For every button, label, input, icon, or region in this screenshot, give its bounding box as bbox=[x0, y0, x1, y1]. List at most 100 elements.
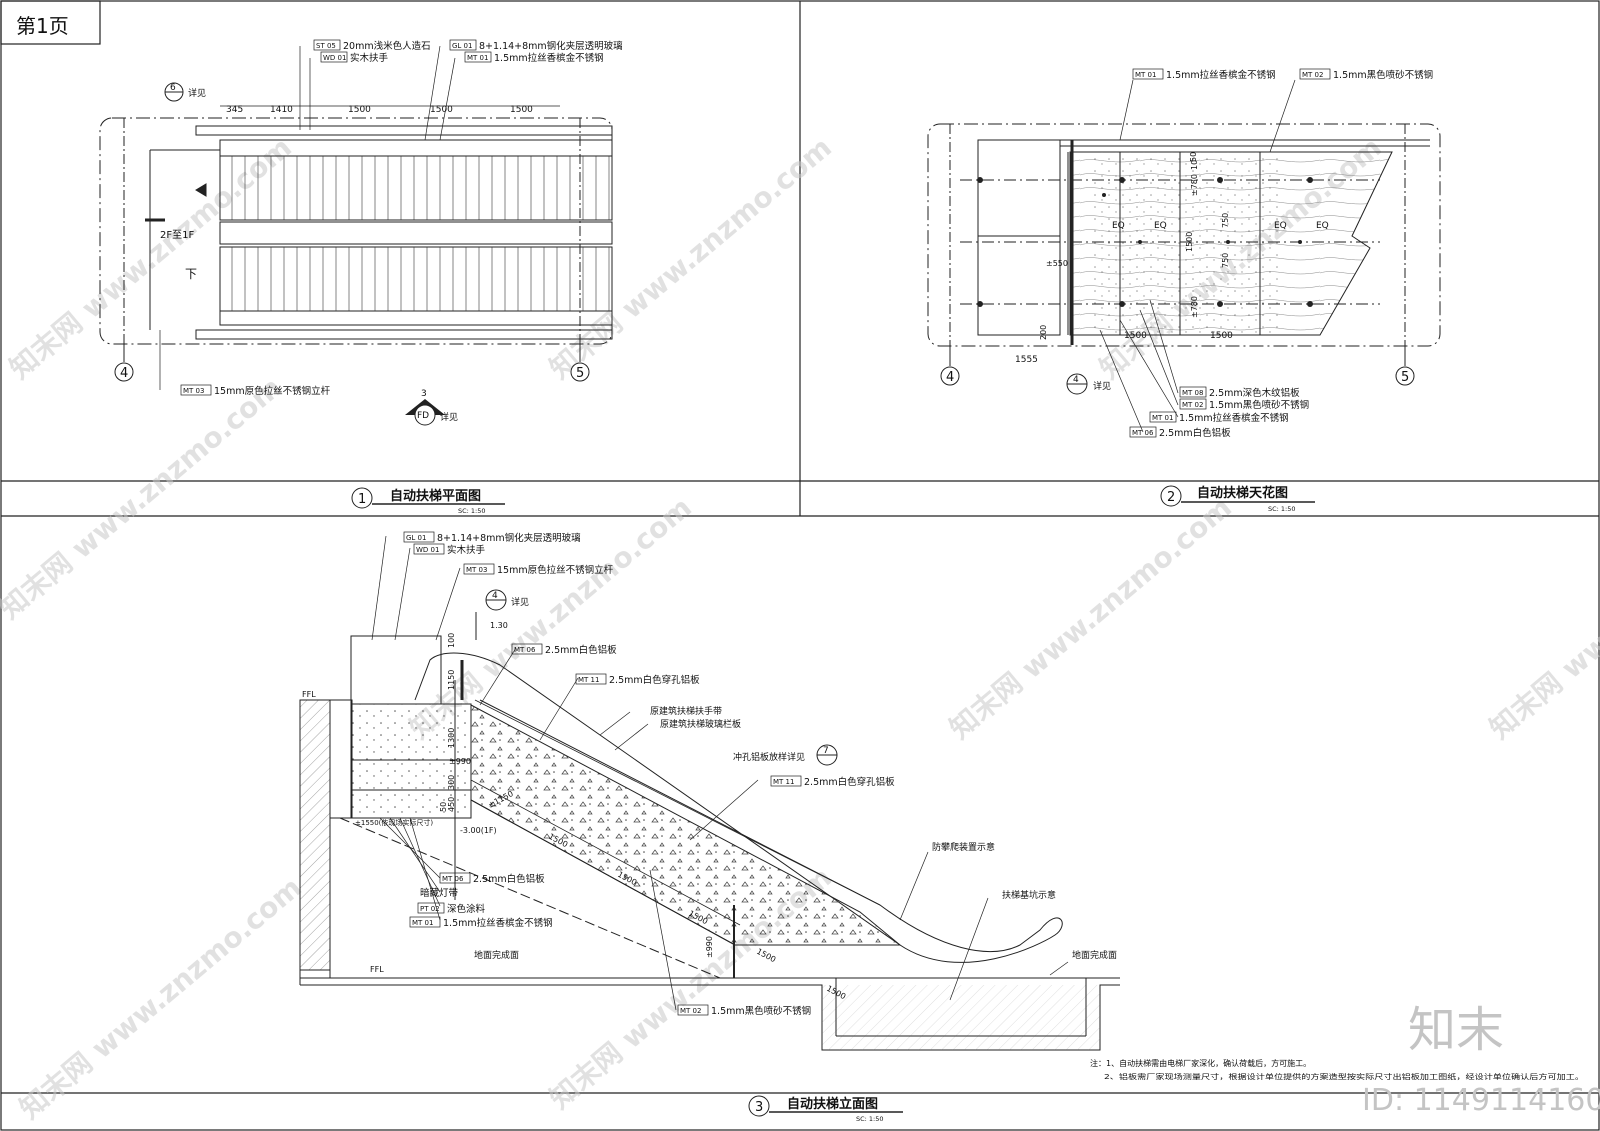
plan-grid-bubble-left: 4 bbox=[114, 344, 134, 382]
plan-detail-ref: 6 详见 bbox=[164, 82, 206, 102]
elev-callout-text: 深色涂料 bbox=[447, 903, 486, 915]
elev-callout-text: 8+1.14+8mm钢化夹层透明玻璃 bbox=[437, 532, 581, 544]
elev-label-floor-left: 地面完成面 bbox=[474, 949, 519, 961]
sheet2-scale: SC: 1:50 bbox=[1268, 505, 1296, 513]
ceiling-grid-bubble-right: 5 bbox=[1395, 346, 1415, 386]
plan-callout-tag: MT 03 bbox=[183, 387, 204, 395]
elev-callout-text: 2.5mm白色铝板 bbox=[545, 644, 617, 656]
brand-logo: 知末 bbox=[1408, 1002, 1504, 1058]
sheet1-title-block: 1 自动扶梯平面图 SC: 1:50 bbox=[351, 487, 505, 515]
elev-callout-tag: MT 11 bbox=[578, 676, 599, 684]
svg-text:4: 4 bbox=[120, 366, 128, 381]
elev-callout-tag: MT 11 bbox=[773, 778, 794, 786]
ceiling-callout-tag: MT 02 bbox=[1182, 401, 1203, 409]
elev-dim: 1.30 bbox=[490, 621, 508, 630]
elev-detail-ref-perforated: 冲孔铝板放样详见 7 bbox=[733, 744, 838, 766]
svg-text:4: 4 bbox=[946, 370, 954, 385]
ceiling-callout-text: 1.5mm黑色喷砂不锈钢 bbox=[1209, 399, 1309, 411]
plan-dim-345: 345 bbox=[226, 105, 243, 115]
sheet2-number: 2 bbox=[1167, 490, 1175, 505]
sheet1-title: 自动扶梯平面图 bbox=[390, 488, 481, 504]
elev-note-1: 注：1、自动扶梯需由电梯厂家深化，确认荷载后，方可施工。 bbox=[1090, 1058, 1311, 1068]
elev-label-pit: 扶梯基坑示意 bbox=[1002, 889, 1056, 901]
sheet3-number: 3 bbox=[755, 1100, 763, 1115]
elev-callout-tag: MT 06 bbox=[514, 646, 536, 654]
sheet3-title: 自动扶梯立面图 bbox=[787, 1096, 878, 1112]
plan-callout-text: 8+1.14+8mm钢化夹层透明玻璃 bbox=[479, 40, 623, 52]
ceiling-dim: 200 bbox=[1039, 325, 1048, 340]
elev-label-handrail: 原建筑扶梯扶手带 bbox=[650, 705, 722, 717]
plan-callout-text: 20mm浅米色人造石 bbox=[343, 40, 431, 52]
ceiling-dim: 10 bbox=[1190, 160, 1199, 170]
plan-arrow-label: 2F至1F bbox=[160, 229, 194, 241]
ceiling-dim: 1500 bbox=[1124, 331, 1147, 341]
elev-callout-text: 2.5mm白色穿孔铝板 bbox=[609, 674, 700, 686]
svg-text:3: 3 bbox=[421, 389, 427, 399]
elev-callout-text: 2.5mm白色铝板 bbox=[473, 873, 545, 885]
watermark: 知末网 www.znzmo.com bbox=[13, 871, 308, 1126]
ceiling-dim: 1500 bbox=[1210, 331, 1233, 341]
watermark: 知末网 www.znzmo.com bbox=[943, 491, 1238, 746]
plan-dim-1500a: 1500 bbox=[348, 105, 371, 115]
elev-callout-text: 1.5mm黑色喷砂不锈钢 bbox=[711, 1005, 811, 1017]
ceiling-dim: 750 bbox=[1221, 213, 1230, 228]
plan-callout-text: 实木扶手 bbox=[350, 52, 389, 64]
plan-callout-text: 1.5mm拉丝香槟金不锈钢 bbox=[494, 52, 604, 64]
elev-label-level-note: ±1550(依现场实际尺寸) bbox=[355, 818, 433, 827]
ceiling-dim: 750 bbox=[1221, 253, 1230, 268]
ceiling-callout-text: 2.5mm深色木纹铝板 bbox=[1209, 387, 1300, 399]
watermark: 知末网 www.znzmo.com bbox=[0, 371, 288, 626]
plan-section-ref: 3 FD 详见 bbox=[405, 389, 458, 426]
ceiling-callout-tag: MT 01 bbox=[1135, 71, 1156, 79]
elev-label-floor-right: 地面完成面 bbox=[1072, 949, 1117, 961]
elev-callout-tag: GL 01 bbox=[406, 534, 426, 542]
ceiling-dim: ±780 bbox=[1190, 296, 1199, 318]
ceiling-callout-tag: MT 06 bbox=[1132, 429, 1154, 437]
elev-callout-leaders bbox=[371, 531, 1069, 1016]
svg-text:冲孔铝板放样详见: 冲孔铝板放样详见 bbox=[733, 751, 805, 763]
sheet2-title-block: 2 自动扶梯天花图 SC: 1:50 bbox=[1160, 485, 1315, 513]
sheet2-title: 自动扶梯天花图 bbox=[1197, 485, 1288, 501]
elev-label-level: -3.00(1F) bbox=[460, 826, 497, 835]
elev-callout-tag: MT 02 bbox=[680, 1007, 701, 1015]
ceiling-dim: 1500 bbox=[1185, 232, 1194, 252]
plan-grid-bubble-right: 5 bbox=[570, 344, 590, 382]
escalator-ceiling bbox=[927, 123, 1441, 347]
plan-callout-text: 15mm原色拉丝不锈钢立杆 bbox=[214, 385, 331, 397]
elev-callout-text: 2.5mm白色穿孔铝板 bbox=[804, 776, 895, 788]
elev-dim: 50 bbox=[439, 802, 448, 812]
ceiling-dim: EQ bbox=[1316, 221, 1329, 231]
ceiling-dim: ±780 bbox=[1190, 174, 1199, 196]
escalator-plan bbox=[99, 117, 613, 345]
ceiling-callout-tag: MT 08 bbox=[1182, 389, 1203, 397]
elev-callout-text: 暗藏灯带 bbox=[420, 887, 459, 899]
elev-callout-text: 15mm原色拉丝不锈钢立杆 bbox=[497, 564, 614, 576]
sheet1-scale: SC: 1:50 bbox=[458, 507, 486, 515]
sheet3-scale: SC: 1:50 bbox=[856, 1115, 884, 1123]
ceiling-dim: EQ bbox=[1112, 221, 1125, 231]
image-id: ID: 1149114160 bbox=[1362, 1083, 1600, 1118]
ceiling-dim: ±550 bbox=[1046, 259, 1068, 268]
ceiling-callout-text: 1.5mm黑色喷砂不锈钢 bbox=[1333, 69, 1433, 81]
elev-callout-tag: MT 06 bbox=[442, 875, 464, 883]
plan-down-label: 下 bbox=[185, 267, 197, 281]
elev-dim: 300 bbox=[447, 775, 456, 790]
watermark: 知末网 www.znzmo.com bbox=[1483, 491, 1600, 746]
elev-callout-tag: MT 03 bbox=[466, 566, 487, 574]
ceiling-dim: 50 bbox=[1189, 152, 1198, 162]
watermark: 知末网 www.znzmo.com bbox=[543, 131, 838, 386]
elev-dim: 450 bbox=[447, 797, 456, 812]
escalator-elevation bbox=[299, 635, 1120, 1051]
plan-dim-1500b: 1500 bbox=[430, 105, 453, 115]
plan-dim-1500c: 1500 bbox=[510, 105, 533, 115]
elev-detail-ref: 4 详见 bbox=[475, 589, 529, 640]
elev-dim: ±990 bbox=[705, 936, 714, 958]
page-label: 第1页 bbox=[16, 14, 69, 38]
plan-callouts bbox=[159, 39, 492, 396]
elev-note-2: 2、铝板需厂家现场测量尺寸，根据设计单位提供的方案造型按实际尺寸出铝板加工图纸，… bbox=[1104, 1072, 1584, 1081]
ceiling-dim: EQ bbox=[1154, 221, 1167, 231]
svg-text:4: 4 bbox=[492, 591, 498, 601]
svg-text:4: 4 bbox=[1073, 375, 1079, 385]
